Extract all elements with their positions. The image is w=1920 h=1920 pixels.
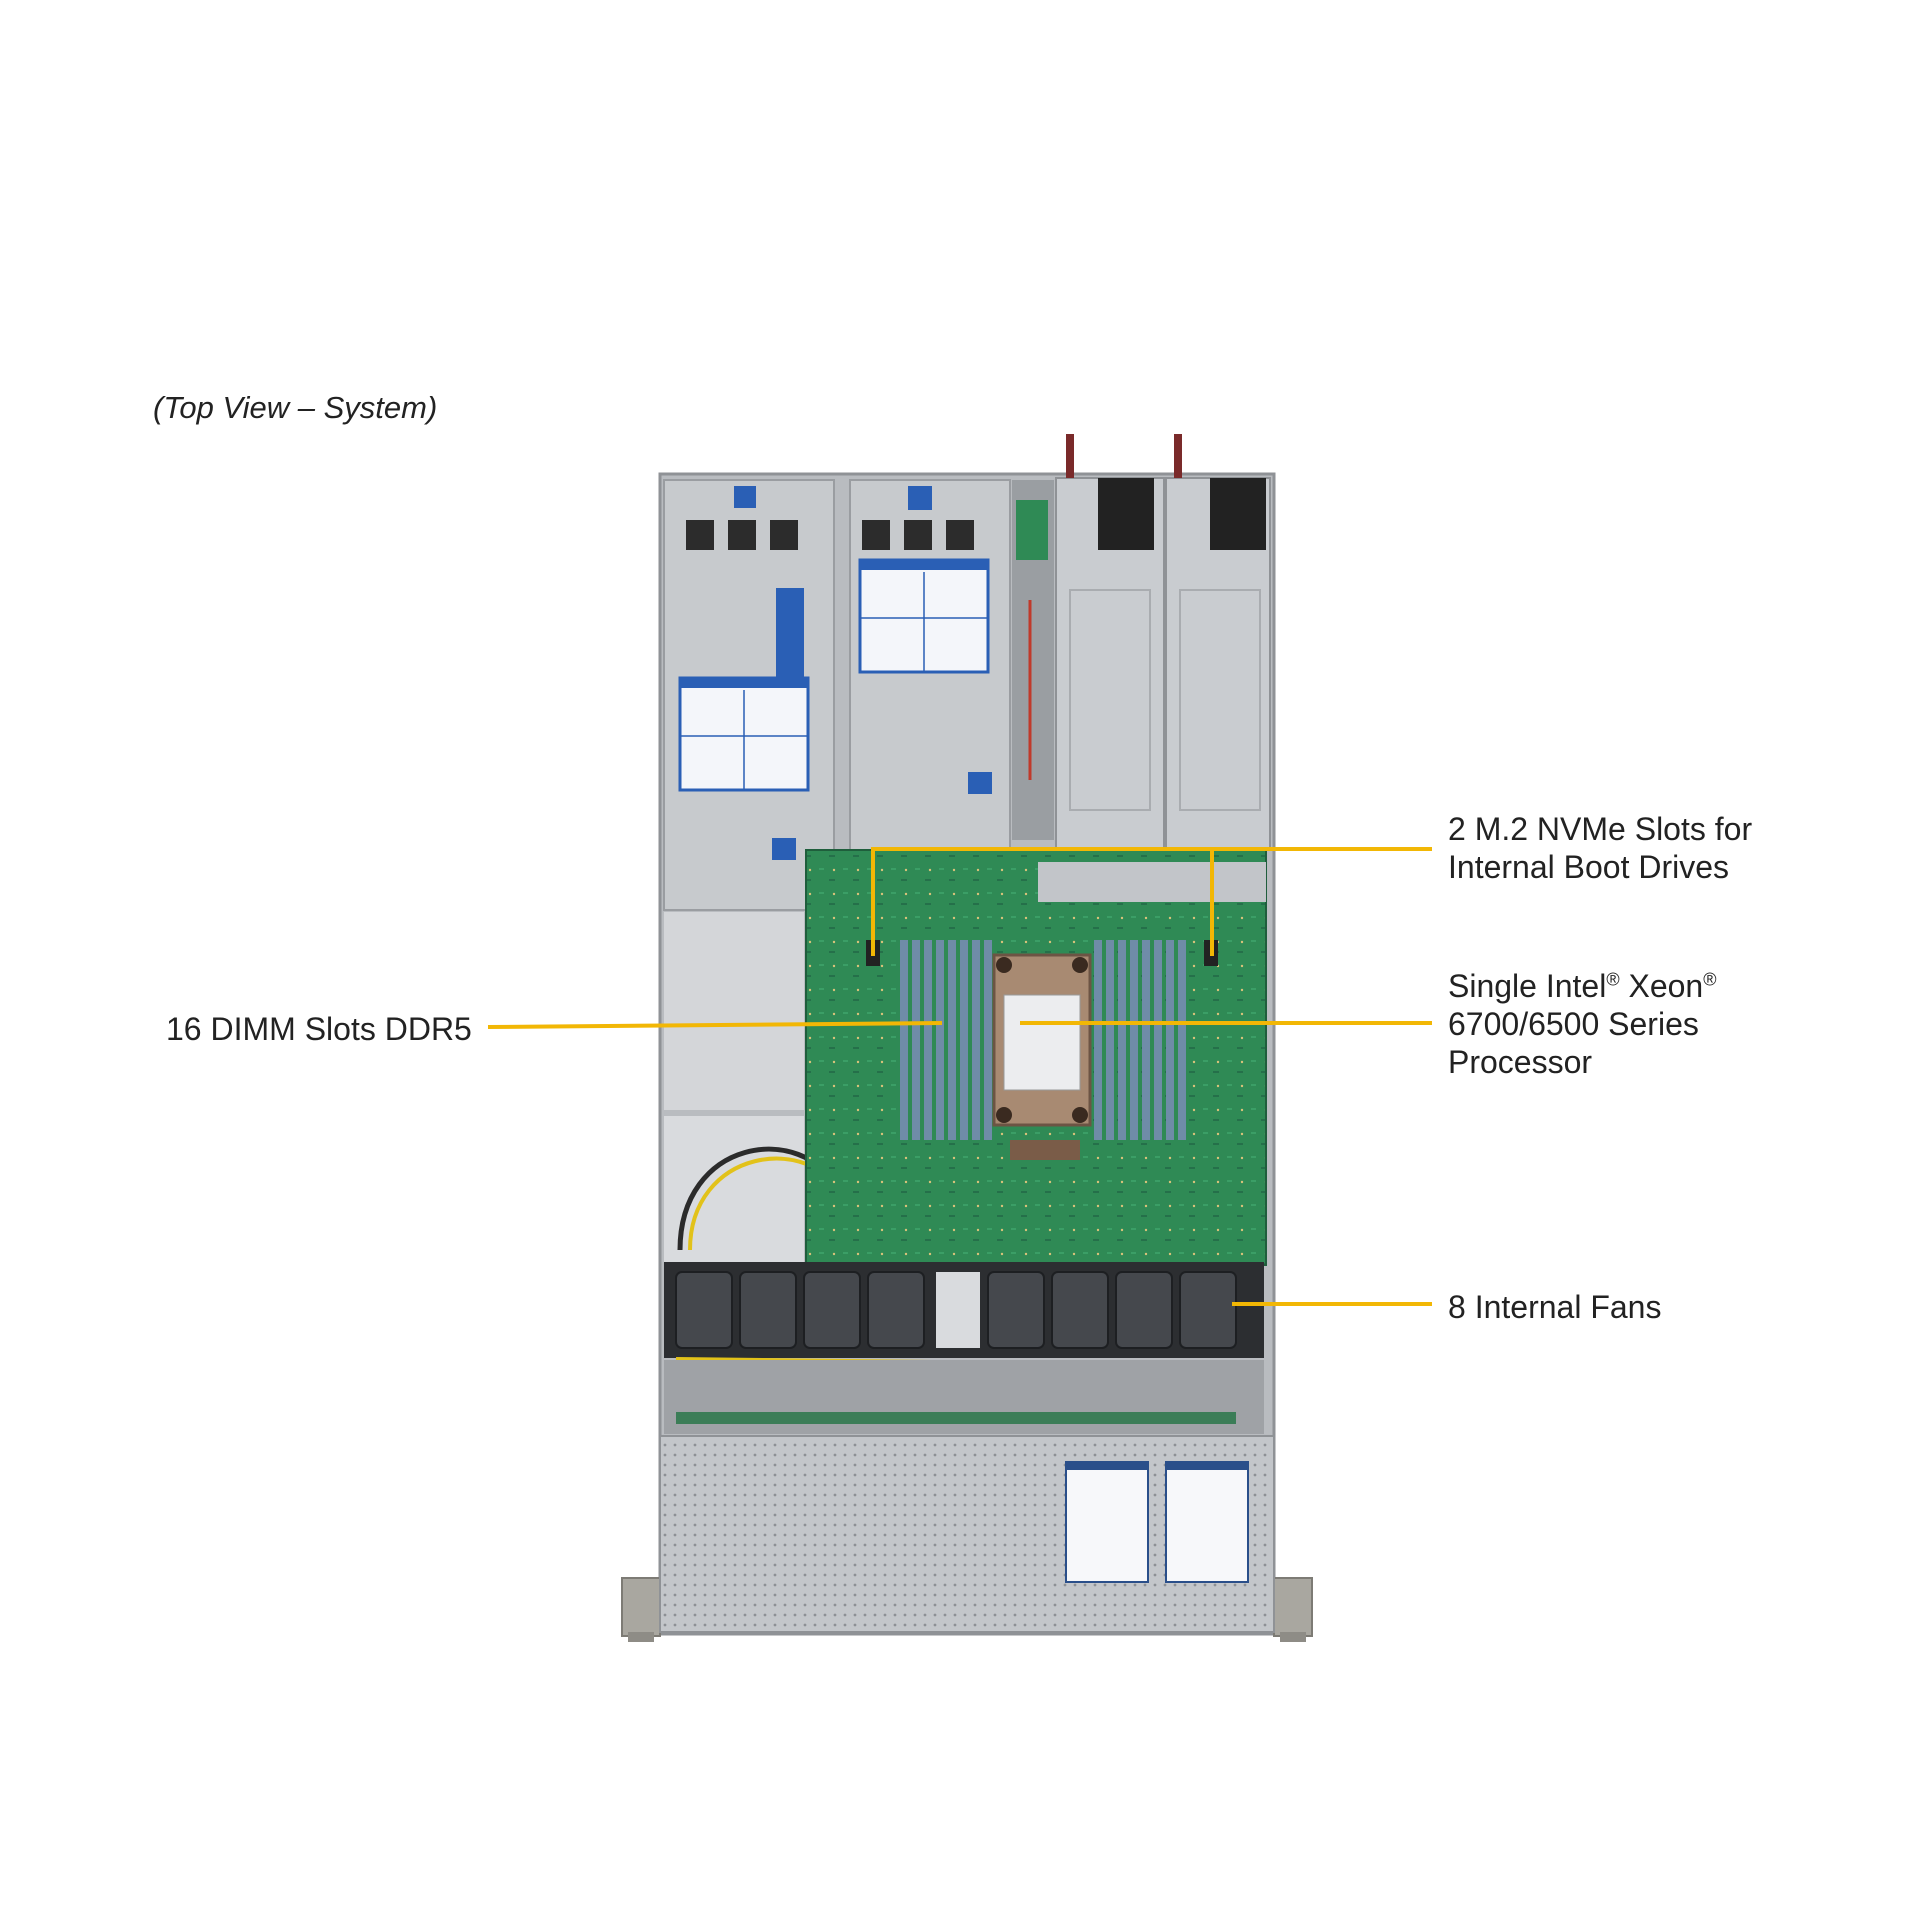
callout-m2-slots: 2 M.2 NVMe Slots for Internal Boot Drive… — [1448, 810, 1752, 886]
fan-row — [664, 1262, 1264, 1368]
callout-cpu-line1: Single Intel® Xeon® — [1448, 968, 1717, 1004]
cpu-socket — [992, 953, 1092, 1160]
riser-left — [663, 479, 835, 911]
riser-middle — [849, 479, 1011, 913]
view-caption: (Top View – System) — [153, 390, 438, 425]
callout-processor: Single Intel® Xeon® 6700/6500 Series Pro… — [1448, 967, 1716, 1081]
air-channel — [664, 912, 850, 1266]
leader-line-dimm — [487, 1021, 943, 1029]
front-cover — [659, 1435, 1275, 1633]
power-supplies — [1012, 434, 1271, 851]
callout-cpu-line2: 6700/6500 Series — [1448, 1006, 1699, 1042]
callout-internal-fans: 8 Internal Fans — [1448, 1289, 1662, 1325]
dimm-bank-left — [900, 940, 992, 1140]
backplane — [664, 1360, 1264, 1434]
leader-line-m2 — [871, 847, 1432, 956]
dimm-bank-right — [1094, 940, 1186, 1140]
callout-m2-line2: Internal Boot Drives — [1448, 849, 1730, 885]
callout-dimm-slots: 16 DIMM Slots DDR5 — [166, 1011, 472, 1047]
callout-cpu-line3: Processor — [1448, 1044, 1593, 1080]
callout-m2-line1: 2 M.2 NVMe Slots for — [1448, 811, 1753, 847]
leader-lines — [487, 847, 1432, 1306]
